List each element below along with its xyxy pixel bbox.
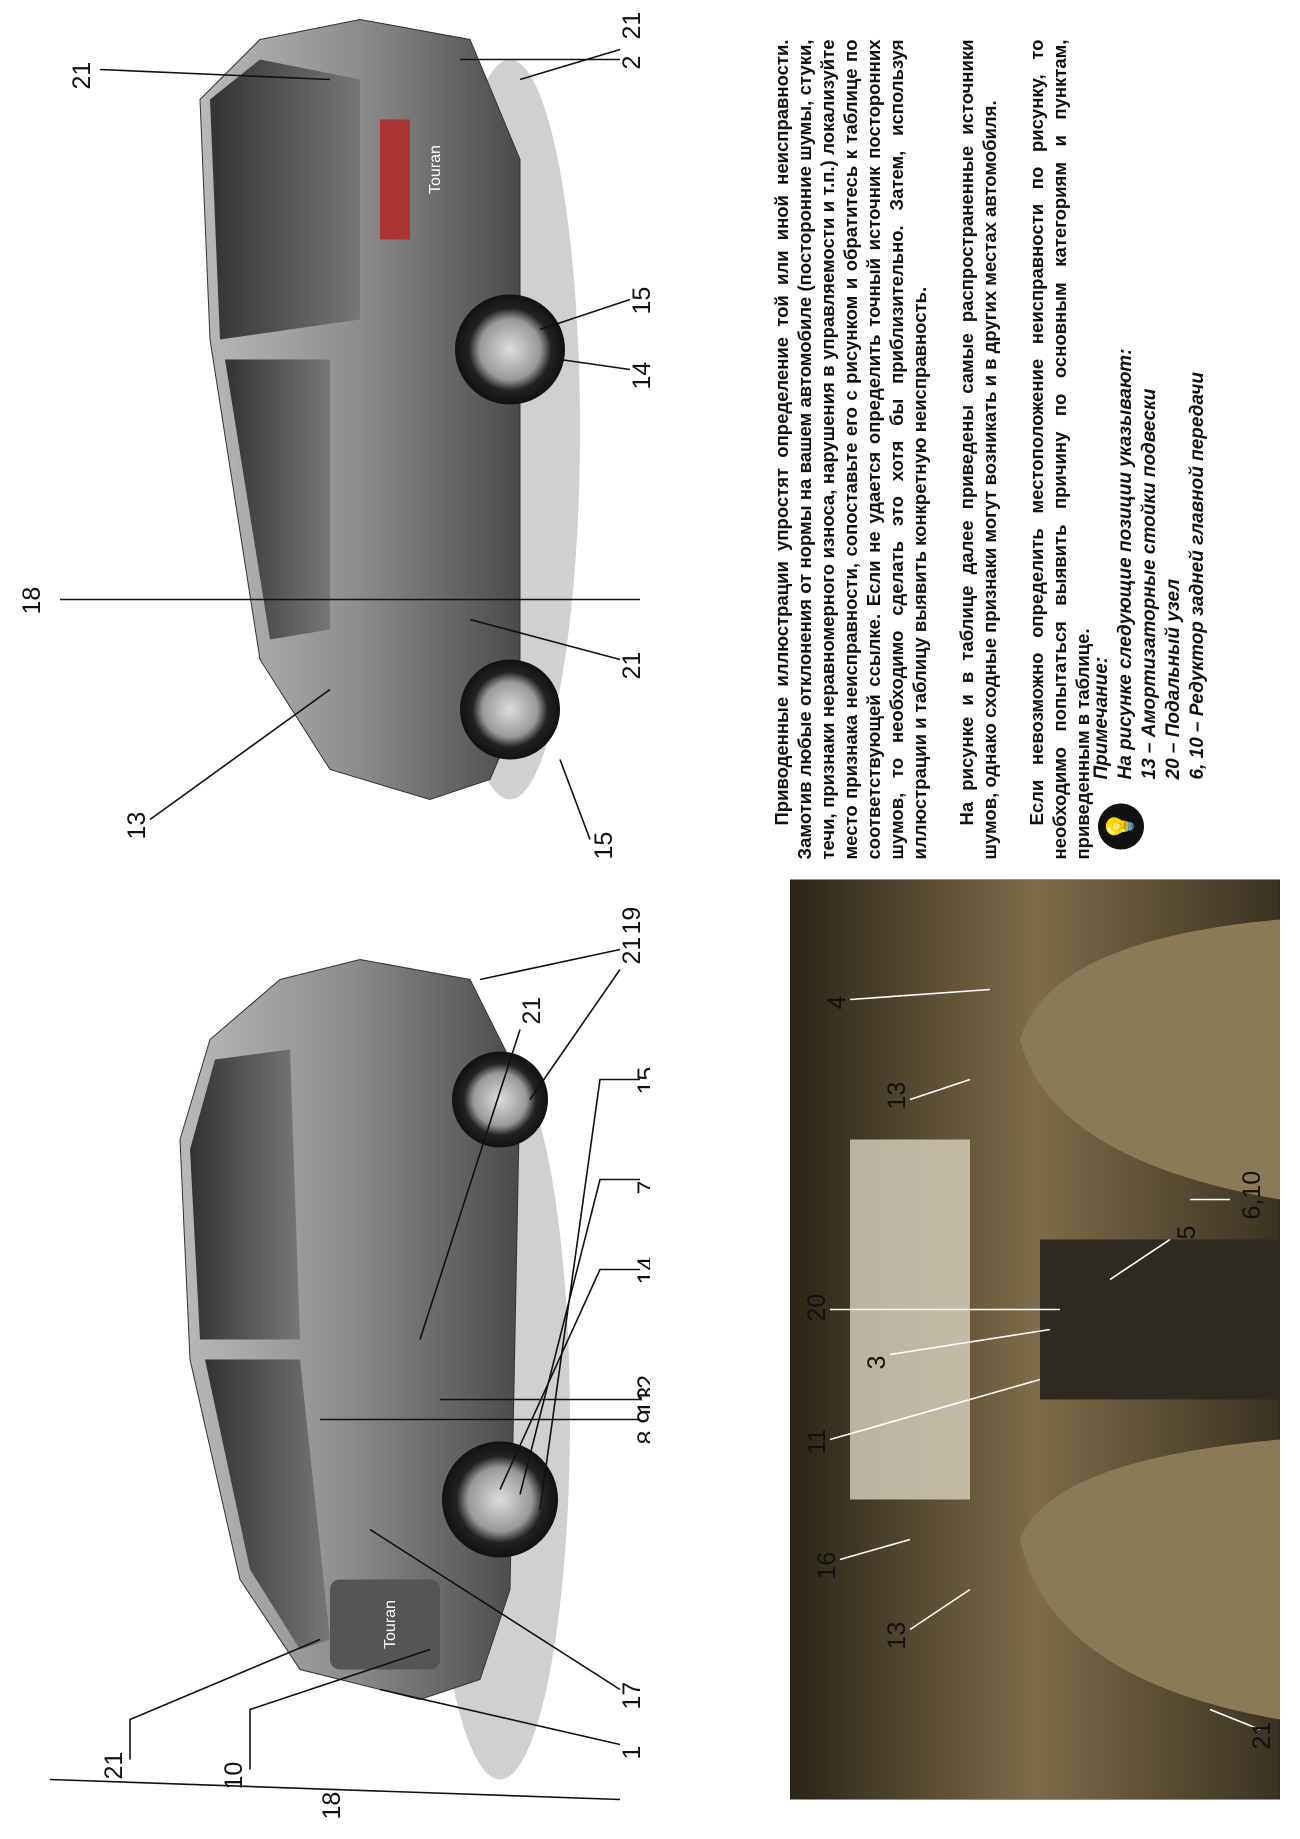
note-body: Примечание: На рисунке следующие позиции…	[1090, 348, 1210, 779]
callout-label: 15	[633, 1066, 650, 1094]
rear-window	[210, 59, 360, 339]
callout-label: 14	[628, 361, 650, 389]
leader-lines	[60, 48, 640, 840]
front-callouts: 21 10 18 1 17 8,9,12 13 14 7 15 21 21 19	[100, 906, 650, 1819]
grille	[330, 1579, 440, 1669]
callout-label: 16	[813, 1551, 841, 1579]
paragraph: На рисунке и в таблице далее приведены с…	[956, 39, 1000, 859]
callout-label: 13	[123, 811, 151, 839]
callout-label: 21	[618, 651, 646, 679]
interior-callouts: 21 13 16 11 3 20 13 4 5 6,10	[803, 995, 1276, 1749]
rear-wheel	[455, 294, 565, 404]
callout-label: 11	[803, 1428, 831, 1454]
callout-label: 8,9,12	[633, 1374, 650, 1444]
callout-label: 21	[618, 936, 646, 964]
callout-label: 17	[618, 1681, 646, 1709]
front-wheel	[460, 659, 560, 759]
rear-badge: Touran	[427, 145, 444, 194]
callout-label: 21	[100, 1751, 128, 1779]
note-line: 13 – Амортизаторные стойки подвески	[1139, 388, 1160, 779]
front-badge: Touran	[382, 1600, 399, 1649]
rear-car-diagram: Touran 15 13 21 18 14 15 2 21 21	[18, 11, 650, 859]
callout-label: 19	[618, 906, 646, 934]
callout-label: 1	[618, 1745, 646, 1759]
callout-label: 21	[1248, 1721, 1276, 1749]
note-line: На рисунке следующие позиции указывают:	[1115, 348, 1136, 779]
front-car-diagram: Touran 21 10 18 1 17 8,9,12 13 14	[49, 906, 650, 1819]
callout-label: 10	[220, 1761, 248, 1789]
callout-label: 2	[618, 55, 646, 69]
callout-label: 15	[590, 831, 618, 859]
callout-label: 15	[628, 286, 650, 314]
leader-lines	[49, 948, 640, 1800]
callout-label: 18	[18, 586, 46, 614]
lightbulb-icon: 💡	[1098, 803, 1144, 849]
left-seat	[1020, 1439, 1280, 1719]
callout-label: 13	[633, 1386, 650, 1414]
leader-lines	[829, 988, 1261, 1730]
windshield-view	[850, 1139, 970, 1499]
note-line: 20 – Подальный узел	[1163, 578, 1184, 779]
callout-label: 4	[823, 995, 851, 1009]
side-windows	[225, 359, 330, 639]
paragraph: Приводенные иллюстрации упростят определ…	[771, 39, 930, 859]
side-windows	[190, 1049, 300, 1339]
body-text: Приводенные иллюстрации упростят определ…	[770, 39, 1118, 859]
front-wheel	[442, 1441, 558, 1557]
note-title: Примечание:	[1091, 656, 1112, 779]
callout-label: 18	[318, 1791, 346, 1819]
rear-callouts: 15 13 21 18 14 15 2 21 21	[18, 11, 650, 859]
callout-label: 3	[863, 1355, 891, 1369]
paragraph: Если невозможно определить местоположени…	[1026, 39, 1093, 859]
callout-label: 14	[633, 1256, 650, 1284]
center-console	[1040, 1239, 1280, 1399]
callout-label: 21	[618, 11, 646, 39]
windshield	[205, 1359, 330, 1649]
right-seat	[1020, 919, 1280, 1199]
callout-label: 6,10	[1238, 1170, 1266, 1219]
callout-label: 7	[633, 1180, 650, 1194]
callout-label: 13	[883, 1621, 911, 1649]
rear-wheel	[452, 1051, 548, 1147]
interior-diagram: 21 13 16 11 3 20 13 4 5 6,10	[790, 879, 1280, 1799]
callout-label: 13	[883, 1081, 911, 1109]
tail-light	[380, 119, 410, 239]
callout-label: 21	[518, 996, 546, 1024]
callout-label: 5	[1173, 1225, 1201, 1239]
note-line: 6, 10 – Редуктор задней главной передачи	[1187, 371, 1208, 779]
callout-label: 21	[68, 61, 96, 89]
note-block: 💡 Примечание: На рисунке следующие позиц…	[1090, 49, 1270, 849]
callout-label: 20	[803, 1293, 831, 1321]
